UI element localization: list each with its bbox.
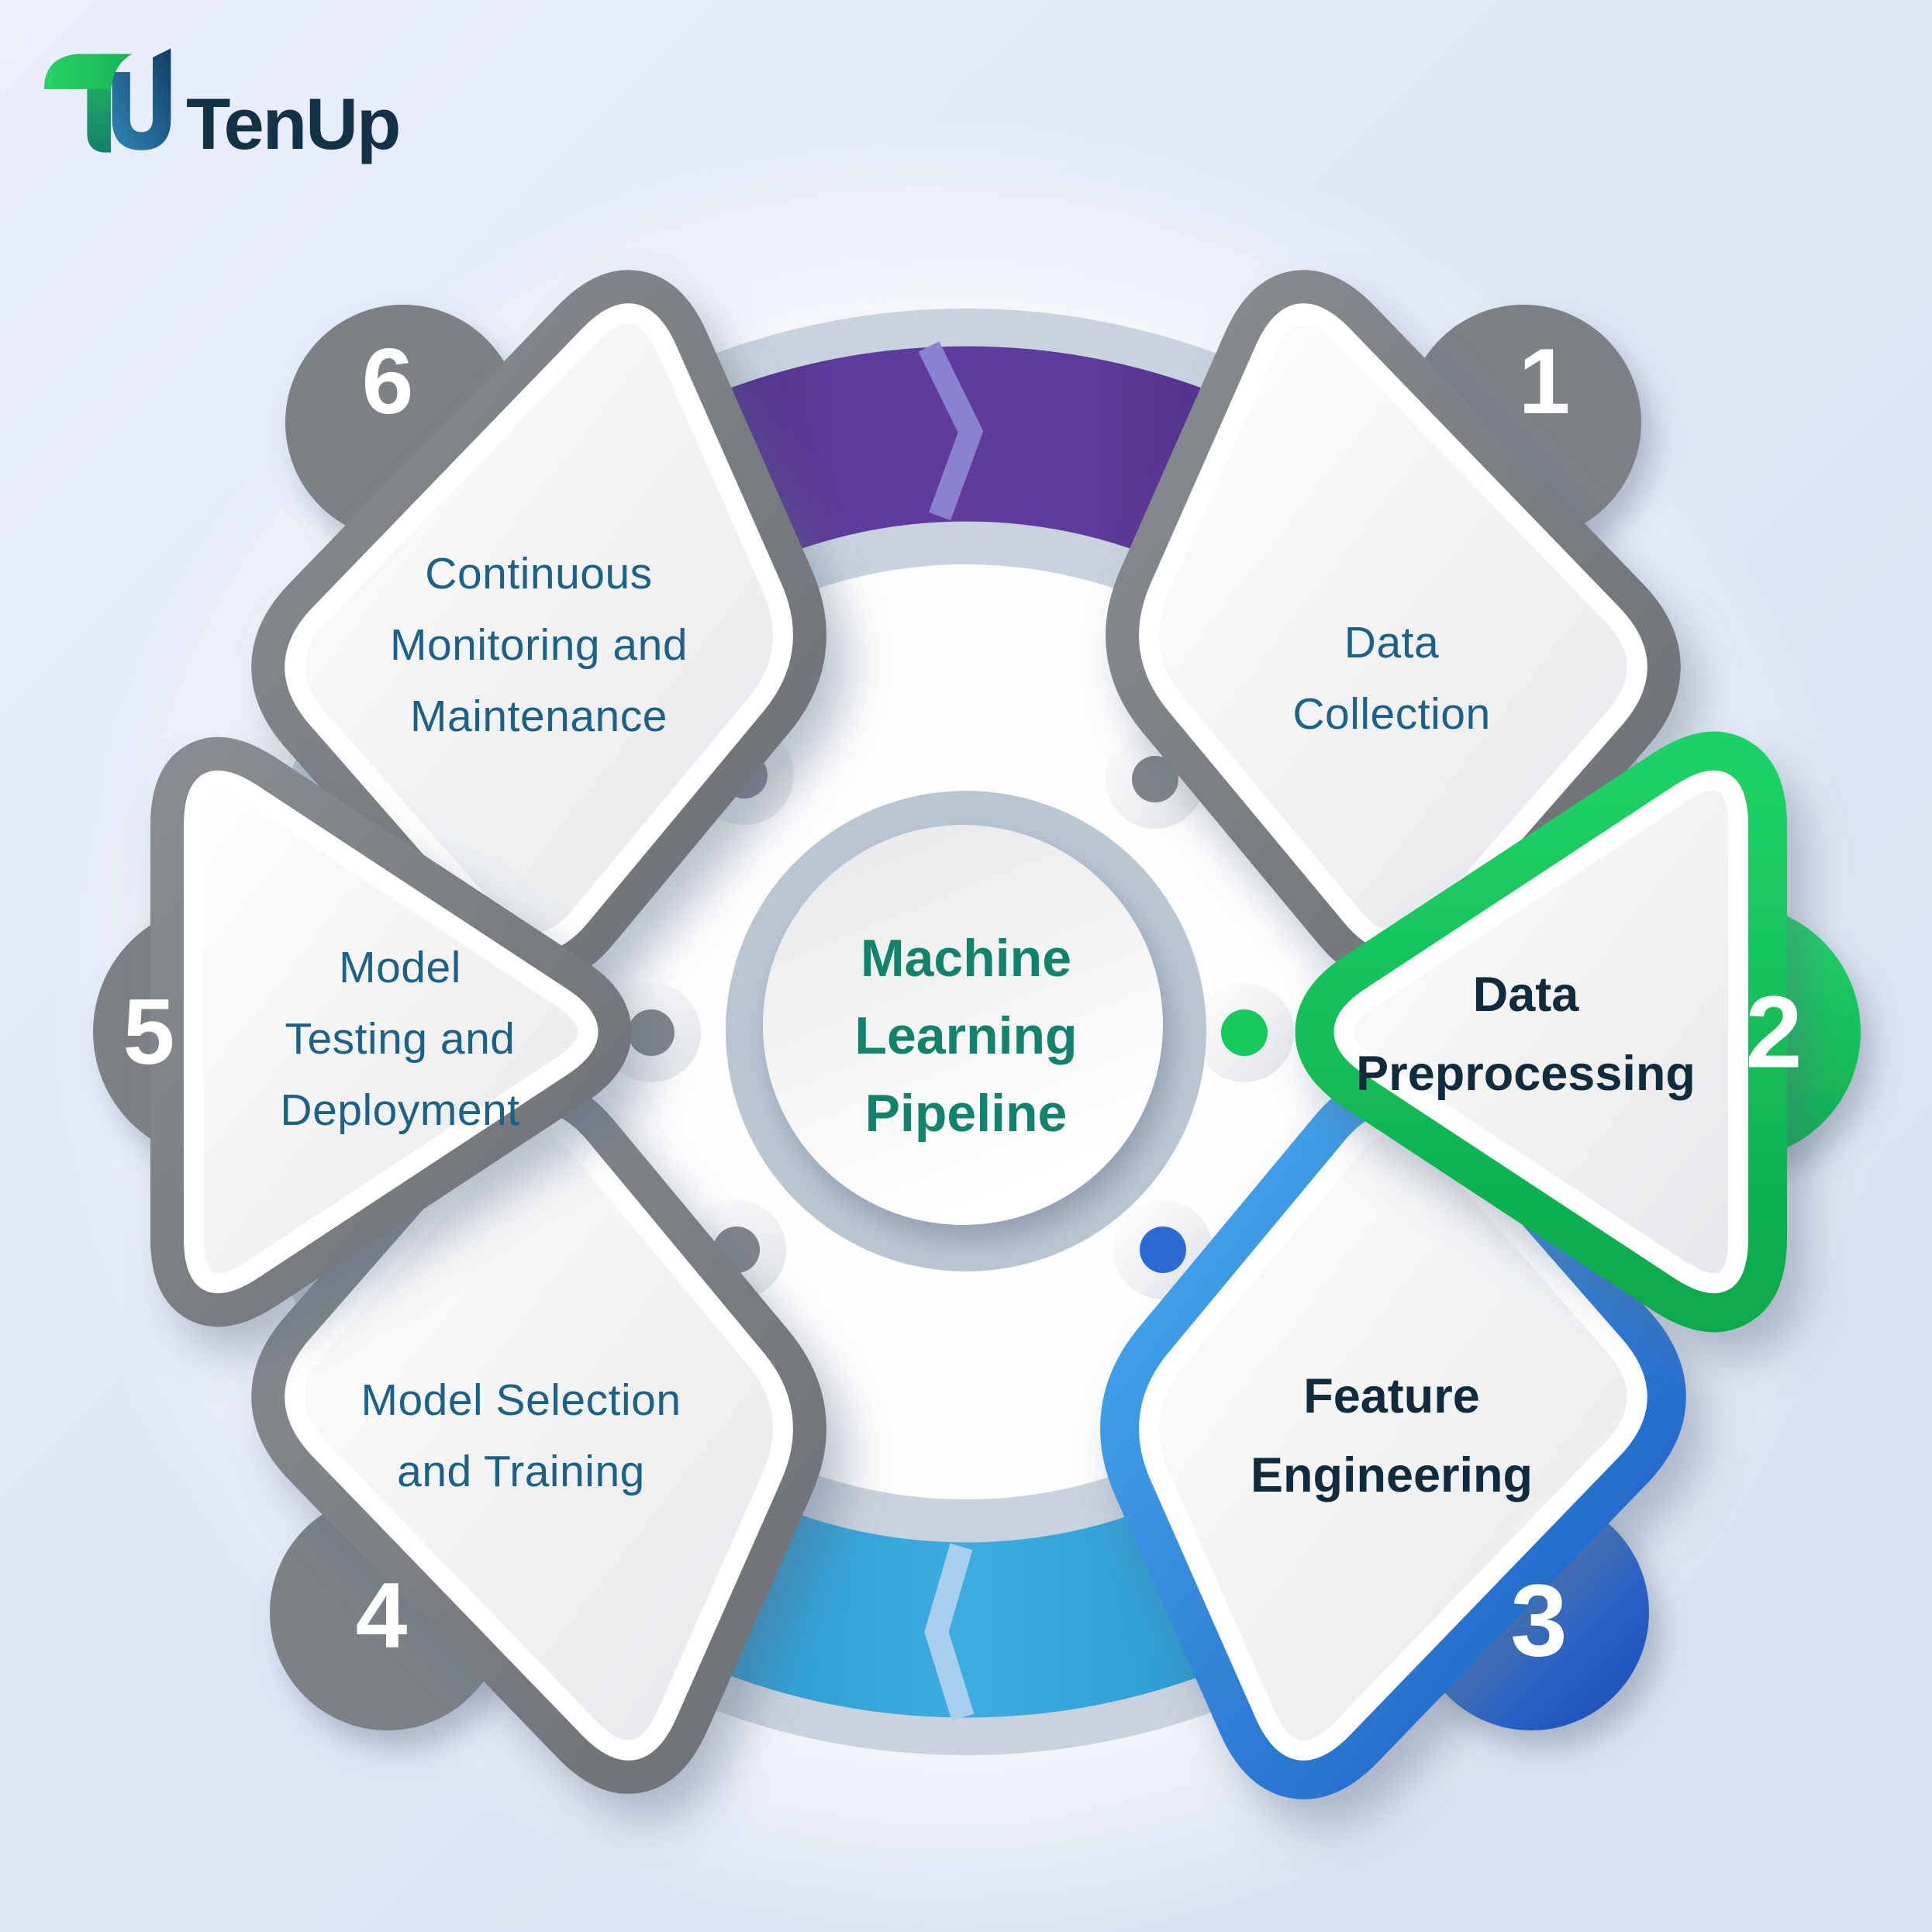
brand-name: TenUp: [186, 83, 401, 164]
center-title: Machine Learning Pipeline: [854, 929, 1078, 1143]
badge-number-1: 1: [1518, 329, 1571, 433]
badge-number-6: 6: [361, 329, 414, 433]
label-model-testing: Model Testing and Deployment: [280, 943, 520, 1135]
badge-number-2: 2: [1745, 975, 1803, 1089]
center-circle: [726, 791, 1206, 1271]
label-data-collection: Data Collection: [1292, 618, 1491, 739]
panel-data-preprocessing: [1295, 731, 1787, 1333]
badge-number-5: 5: [122, 980, 175, 1084]
badge-number-4: 4: [355, 1564, 408, 1668]
tenup-logo-icon: [43, 48, 171, 153]
panel-model-testing: [150, 737, 632, 1327]
badge-number-3: 3: [1510, 1563, 1568, 1678]
dot-right-green: [1195, 983, 1294, 1082]
label-continuous-monitoring: Continuous Monitoring and Maintenance: [389, 549, 688, 741]
cyan-arc-divider: [924, 1543, 975, 1721]
purple-arc-divider: [918, 341, 984, 521]
label-data-preprocessing: Data Preprocessing: [1356, 968, 1696, 1101]
label-model-selection: Model Selection and Training: [361, 1375, 681, 1496]
label-feature-engineering: Feature Engineering: [1250, 1369, 1534, 1502]
